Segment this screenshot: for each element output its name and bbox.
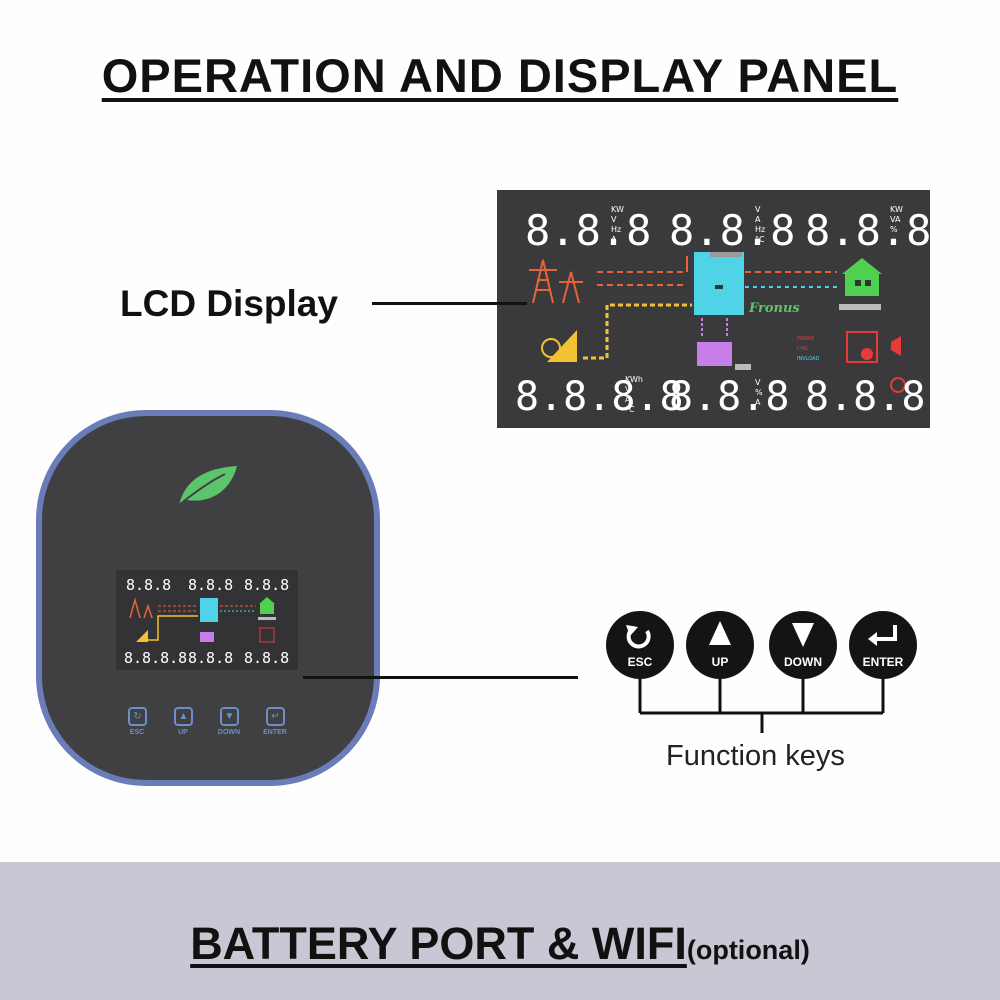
lcd-top-middle-readout: 8.8.8 V A Hz °C	[669, 205, 795, 255]
svg-text:8.8.8.8: 8.8.8.8	[515, 374, 684, 420]
svg-text:%: %	[890, 225, 898, 234]
device-enter-label: ENTER	[263, 729, 287, 736]
svg-text:CHG: CHG	[797, 346, 808, 352]
bottom-section-title: BATTERY PORT & WIFI(optional)	[0, 918, 1000, 970]
svg-text:°C: °C	[625, 405, 635, 414]
svg-text:PARAM: PARAM	[797, 336, 814, 342]
svg-text:8.8.8: 8.8.8	[669, 374, 789, 420]
svg-text:°C: °C	[755, 235, 765, 244]
function-keys-label: Function keys	[666, 740, 845, 772]
lcd-top-right-readout: 8.8.8 KW VA %	[805, 205, 931, 255]
device-down-label: DOWN	[217, 729, 241, 736]
grid-tower-icon	[529, 259, 583, 304]
lcd-top-left-readout: 8.8.8 KW V Hz A	[525, 205, 651, 255]
esc-key[interactable]: ESC	[606, 611, 674, 679]
enter-key[interactable]: ENTER	[849, 611, 917, 679]
power-cycle-icon	[626, 627, 651, 649]
svg-text:A: A	[755, 215, 761, 224]
svg-text:A: A	[611, 235, 617, 244]
svg-text:8.8.8.8: 8.8.8.8	[124, 649, 187, 667]
svg-text:A: A	[755, 398, 761, 407]
lcd-bottom-middle-readout: 8.8.8 V % A	[669, 374, 789, 420]
grid-flow-arrows	[597, 256, 688, 286]
house-load-icon	[839, 258, 882, 310]
svg-text:KW: KW	[890, 205, 903, 214]
function-keys-callout-line	[303, 676, 578, 679]
svg-text:UP: UP	[712, 655, 729, 669]
svg-text:Hz: Hz	[755, 225, 765, 234]
device-enter-button[interactable]: ↵	[266, 707, 285, 726]
svg-text:KWh: KWh	[625, 375, 643, 384]
svg-text:V: V	[755, 378, 761, 387]
down-triangle-icon	[792, 623, 814, 647]
svg-text:8.8.8: 8.8.8	[188, 576, 233, 594]
lcd-display-large: 8.8.8 KW V Hz A 8.8.8 V A Hz °C 8.8.8 KW…	[497, 190, 931, 428]
svg-text:8.8.8: 8.8.8	[525, 206, 651, 255]
leaf-logo-icon	[178, 466, 237, 506]
fault-indicator-icon: PARAM CHG INVLOAD	[797, 331, 906, 393]
inverter-icon	[694, 252, 744, 315]
svg-text:8.8.8: 8.8.8	[244, 649, 289, 667]
device-up-button[interactable]: ▲	[174, 707, 193, 726]
page-title: OPERATION AND DISPLAY PANEL	[101, 49, 899, 102]
lcd-display-small: 8.8.8 8.8.8 8.8.8 8.8.8.8 8.8.8 8.8.8	[116, 570, 298, 670]
svg-text:8.8.8: 8.8.8	[126, 576, 171, 594]
device-down-button[interactable]: ▼	[220, 707, 239, 726]
brand-logo: Fronus	[748, 301, 800, 316]
svg-text:V: V	[755, 205, 761, 214]
svg-text:ENTER: ENTER	[863, 655, 904, 669]
svg-text:VA: VA	[890, 215, 901, 224]
device-up-label: UP	[178, 729, 188, 736]
svg-text:%: %	[755, 388, 763, 397]
svg-text:8.8.8: 8.8.8	[805, 206, 930, 255]
up-triangle-icon	[709, 621, 731, 645]
svg-text:8.8.8: 8.8.8	[188, 649, 233, 667]
lcd-callout-line	[372, 302, 527, 305]
lcd-display-label: LCD Display	[120, 283, 338, 324]
svg-text:DOWN: DOWN	[784, 655, 822, 669]
battery-icon	[697, 318, 751, 370]
lcd-bottom-right-readout: 8.8.8	[805, 374, 925, 420]
svg-text:8.8.8: 8.8.8	[805, 374, 925, 420]
svg-text:V: V	[611, 215, 617, 224]
battery-port-wifi-heading: BATTERY PORT & WIFI	[190, 918, 687, 969]
down-key[interactable]: DOWN	[769, 611, 837, 679]
solar-flow-line	[583, 303, 692, 360]
svg-text:A: A	[625, 395, 631, 404]
svg-text:ESC: ESC	[628, 655, 653, 669]
optional-note: (optional)	[686, 935, 810, 965]
svg-text:8.8.8: 8.8.8	[669, 206, 795, 255]
svg-text:V: V	[625, 385, 631, 394]
bottom-section-bar	[0, 862, 1000, 1000]
svg-text:KW: KW	[611, 205, 624, 214]
svg-text:Hz: Hz	[611, 225, 621, 234]
enter-return-icon	[874, 625, 897, 641]
svg-text:INVLOAD: INVLOAD	[797, 356, 820, 362]
load-flow-arrows	[745, 271, 837, 288]
svg-text:8.8.8: 8.8.8	[244, 576, 289, 594]
device-esc-button[interactable]: ↻	[128, 707, 147, 726]
function-keys-diagram: ESC UP DOWN ENTER	[606, 611, 917, 733]
solar-panel-icon	[541, 330, 577, 362]
device-esc-label: ESC	[129, 729, 145, 736]
lcd-bottom-left-readout: 8.8.8.8 KWh V A °C	[515, 374, 684, 420]
up-key[interactable]: UP	[686, 611, 754, 679]
